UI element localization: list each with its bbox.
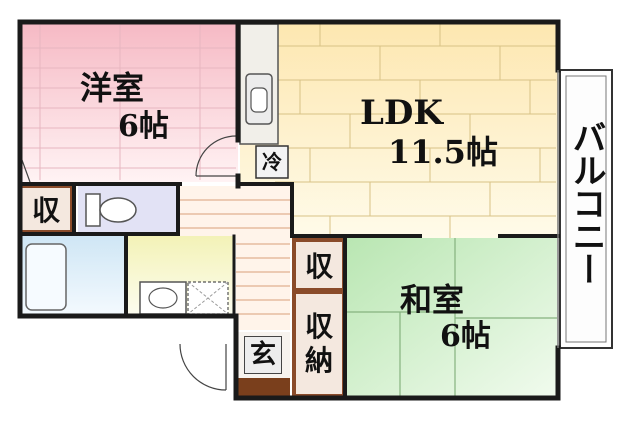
bathtub-icon [25, 243, 67, 311]
storage-closet-label-line1: 収 [304, 310, 333, 343]
balcony [559, 69, 613, 349]
western-room-name: 洋室 [80, 69, 145, 107]
door-swings [21, 135, 237, 391]
japanese-room-size: 6帖 [440, 319, 491, 354]
western-room-size: 6帖 [118, 109, 169, 144]
balcony-label: バルコニー [566, 120, 606, 285]
fridge-label: 冷 [258, 148, 286, 176]
toilet-room [78, 186, 176, 234]
toilet-icon [99, 197, 137, 223]
western-room [20, 22, 238, 182]
hallway [180, 186, 290, 330]
storage-hall-label: 収 [298, 244, 340, 286]
storage-left-label: 収 [24, 190, 68, 228]
bathroom [20, 236, 124, 316]
japanese-room [345, 238, 557, 398]
ldk-room-name: LDK [360, 93, 443, 133]
washroom [128, 236, 234, 316]
japanese-room-name: 和室 [400, 281, 465, 319]
ldk-room-size: 11.5帖 [388, 133, 498, 171]
walls [17, 19, 561, 401]
storage-closet-label-line2: 納 [304, 344, 333, 377]
entrance-label: 玄 [244, 336, 282, 374]
storage-closet-label: 収 納 [298, 296, 340, 392]
